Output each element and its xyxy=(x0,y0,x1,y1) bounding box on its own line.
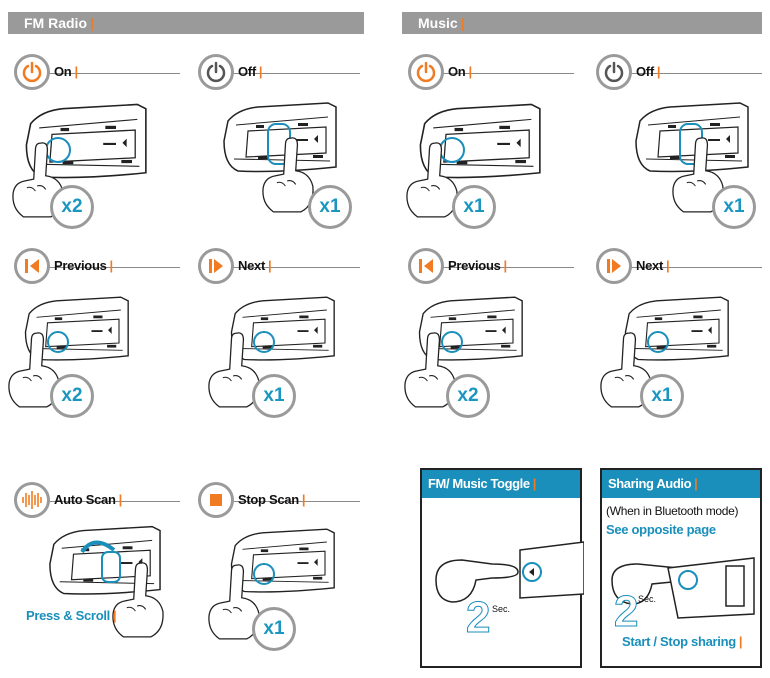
music-previous-label: Previous xyxy=(448,258,501,273)
fm-stop-scan-row: Stop Scan| xyxy=(198,474,360,518)
two-seconds-number: 2 xyxy=(613,587,639,636)
scan-icon xyxy=(14,482,50,518)
fm-next-label: Next xyxy=(238,258,265,273)
music-on-row: On| xyxy=(408,46,574,90)
two-seconds-number: 2 xyxy=(465,593,491,642)
music-next-label: Next xyxy=(636,258,663,273)
music-next-row: Next| xyxy=(596,240,762,284)
power-icon xyxy=(198,54,234,90)
see-opposite-page[interactable]: See opposite page xyxy=(606,522,716,537)
device-illustration xyxy=(226,292,336,372)
seconds-label: Sec. xyxy=(492,604,511,614)
bluetooth-mode-note: (When in Bluetooth mode) xyxy=(606,504,739,518)
previous-icon xyxy=(408,248,444,284)
start-stop-sharing-label: Start / Stop sharing xyxy=(622,634,736,649)
power-icon xyxy=(14,54,50,90)
press-count-badge: x1 xyxy=(640,374,684,418)
device-illustration xyxy=(611,557,755,619)
sharing-title: Sharing Audio xyxy=(608,476,692,491)
next-icon xyxy=(198,248,234,284)
fm-off-row: Off| xyxy=(198,46,360,90)
sharing-box: Sharing Audio| (When in Bluetooth mode) … xyxy=(600,468,762,668)
power-icon xyxy=(408,54,444,90)
hand-illustration xyxy=(108,560,168,640)
press-count-badge: x1 xyxy=(452,185,496,229)
seconds-label: Sec. xyxy=(638,594,657,604)
device-illustration xyxy=(226,524,336,604)
fm-stop-scan-label: Stop Scan xyxy=(238,492,299,507)
device-illustration xyxy=(44,524,162,604)
press-count-badge: x1 xyxy=(308,185,352,229)
power-icon xyxy=(596,54,632,90)
toggle-box: FM/ Music Toggle| 2 Sec. xyxy=(420,468,584,668)
press-count-badge: x2 xyxy=(50,374,94,418)
device-illustration xyxy=(519,541,584,599)
fm-off-label: Off xyxy=(238,64,256,79)
press-scroll-text: Press & Scroll| xyxy=(26,608,117,623)
music-on-label: On xyxy=(448,64,466,79)
toggle-box-header: FM/ Music Toggle| xyxy=(422,470,580,498)
fm-previous-label: Previous xyxy=(54,258,107,273)
fm-on-label: On xyxy=(54,64,72,79)
hand-illustration xyxy=(435,559,519,603)
device-illustration xyxy=(414,292,524,372)
music-title: Music xyxy=(418,15,458,31)
fm-radio-header: FM Radio| xyxy=(8,12,364,34)
fm-previous-row: Previous| xyxy=(14,240,180,284)
press-scroll-label: Press & Scroll xyxy=(26,608,110,623)
music-previous-row: Previous| xyxy=(408,240,574,284)
next-icon xyxy=(596,248,632,284)
press-count-badge: x2 xyxy=(50,185,94,229)
fm-radio-title: FM Radio xyxy=(24,15,87,31)
start-stop-sharing-text: Start / Stop sharing| xyxy=(622,634,743,649)
sharing-box-header: Sharing Audio| xyxy=(602,470,760,498)
device-illustration xyxy=(620,292,730,372)
press-count-badge: x1 xyxy=(252,374,296,418)
press-count-badge: x1 xyxy=(712,185,756,229)
press-count-badge: x1 xyxy=(252,607,296,651)
fm-auto-scan-label: Auto Scan xyxy=(54,492,116,507)
fm-auto-scan-row: Auto Scan| xyxy=(14,474,180,518)
press-count-badge: x2 xyxy=(446,374,490,418)
previous-icon xyxy=(14,248,50,284)
device-illustration xyxy=(20,292,130,372)
music-off-label: Off xyxy=(636,64,654,79)
stop-icon xyxy=(198,482,234,518)
fm-on-row: On| xyxy=(14,46,180,90)
music-off-row: Off| xyxy=(596,46,762,90)
toggle-title: FM/ Music Toggle xyxy=(428,476,530,491)
music-header: Music| xyxy=(402,12,762,34)
fm-next-row: Next| xyxy=(198,240,360,284)
